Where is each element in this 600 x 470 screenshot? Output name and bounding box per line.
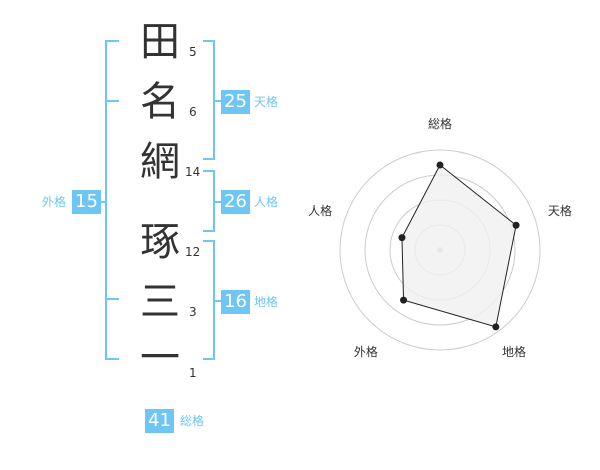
jinkaku-bracket-tick-top xyxy=(203,170,215,172)
chikaku-bracket-tick-top xyxy=(203,240,215,242)
stroke-count-2: 6 xyxy=(189,105,197,119)
radar-axis-label-3: 地格 xyxy=(502,344,526,359)
soukaku-label: 総格 xyxy=(180,414,205,428)
stroke-count-4: 12 xyxy=(185,245,201,259)
jinkaku-badge: 26 xyxy=(221,190,250,214)
name-char-2: 名 xyxy=(140,79,180,125)
jinkaku-label: 人格 xyxy=(254,195,279,209)
gaikaku-bracket-tick-2 xyxy=(105,100,119,102)
radar-point-2 xyxy=(512,221,520,229)
tenkaku-bracket-pointer xyxy=(213,100,221,102)
soukaku-badge: 41 xyxy=(145,409,174,433)
name-char-4: 琢 xyxy=(140,219,180,265)
chikaku-bracket-pointer xyxy=(213,300,221,302)
radar-point-1 xyxy=(436,161,444,169)
name-char-1: 田 xyxy=(140,19,180,65)
stroke-count-1: 5 xyxy=(189,45,197,59)
tenkaku-badge: 25 xyxy=(221,90,250,114)
chikaku-badge: 16 xyxy=(221,290,250,314)
gaikaku-bracket-tick-bottom xyxy=(105,358,119,360)
gaikaku-bracket-pointer xyxy=(98,201,106,203)
stroke-count-3: 14 xyxy=(185,165,201,179)
radar-point-3 xyxy=(492,323,500,331)
radar-ring-4 xyxy=(339,149,541,351)
stroke-count-6: 1 xyxy=(189,366,197,380)
jinkaku-bracket-tick-bottom xyxy=(203,230,215,232)
name-char-5: 三 xyxy=(140,279,180,325)
radar-point-5 xyxy=(398,234,406,242)
gaikaku-bracket-tick-top xyxy=(105,40,119,42)
radar-axis-label-2: 天格 xyxy=(548,203,572,218)
radar-area xyxy=(401,164,517,328)
chikaku-bracket-tick-bottom xyxy=(203,358,215,360)
name-char-3: 網 xyxy=(140,139,180,185)
gaikaku-label: 外格 xyxy=(42,195,67,209)
radar-points xyxy=(398,161,520,331)
gaikaku-bracket-tick-3 xyxy=(105,298,119,300)
jinkaku-bracket-pointer xyxy=(213,201,221,203)
chikaku-label: 地格 xyxy=(254,295,279,309)
radar-point-4 xyxy=(400,296,408,304)
name-char-6: 一 xyxy=(140,335,180,381)
gaikaku-bracket-vertical xyxy=(105,40,107,360)
radar-axis-label-4: 外格 xyxy=(354,344,378,359)
gaikaku-badge: 15 xyxy=(72,190,101,214)
tenkaku-bracket-tick-bottom xyxy=(203,158,215,160)
tenkaku-bracket-tick-top xyxy=(203,40,215,42)
radar-axis-label-1: 総格 xyxy=(428,116,452,131)
radar-axis-label-5: 人格 xyxy=(308,203,332,218)
stroke-count-5: 3 xyxy=(189,305,197,319)
tenkaku-label: 天格 xyxy=(254,95,279,109)
